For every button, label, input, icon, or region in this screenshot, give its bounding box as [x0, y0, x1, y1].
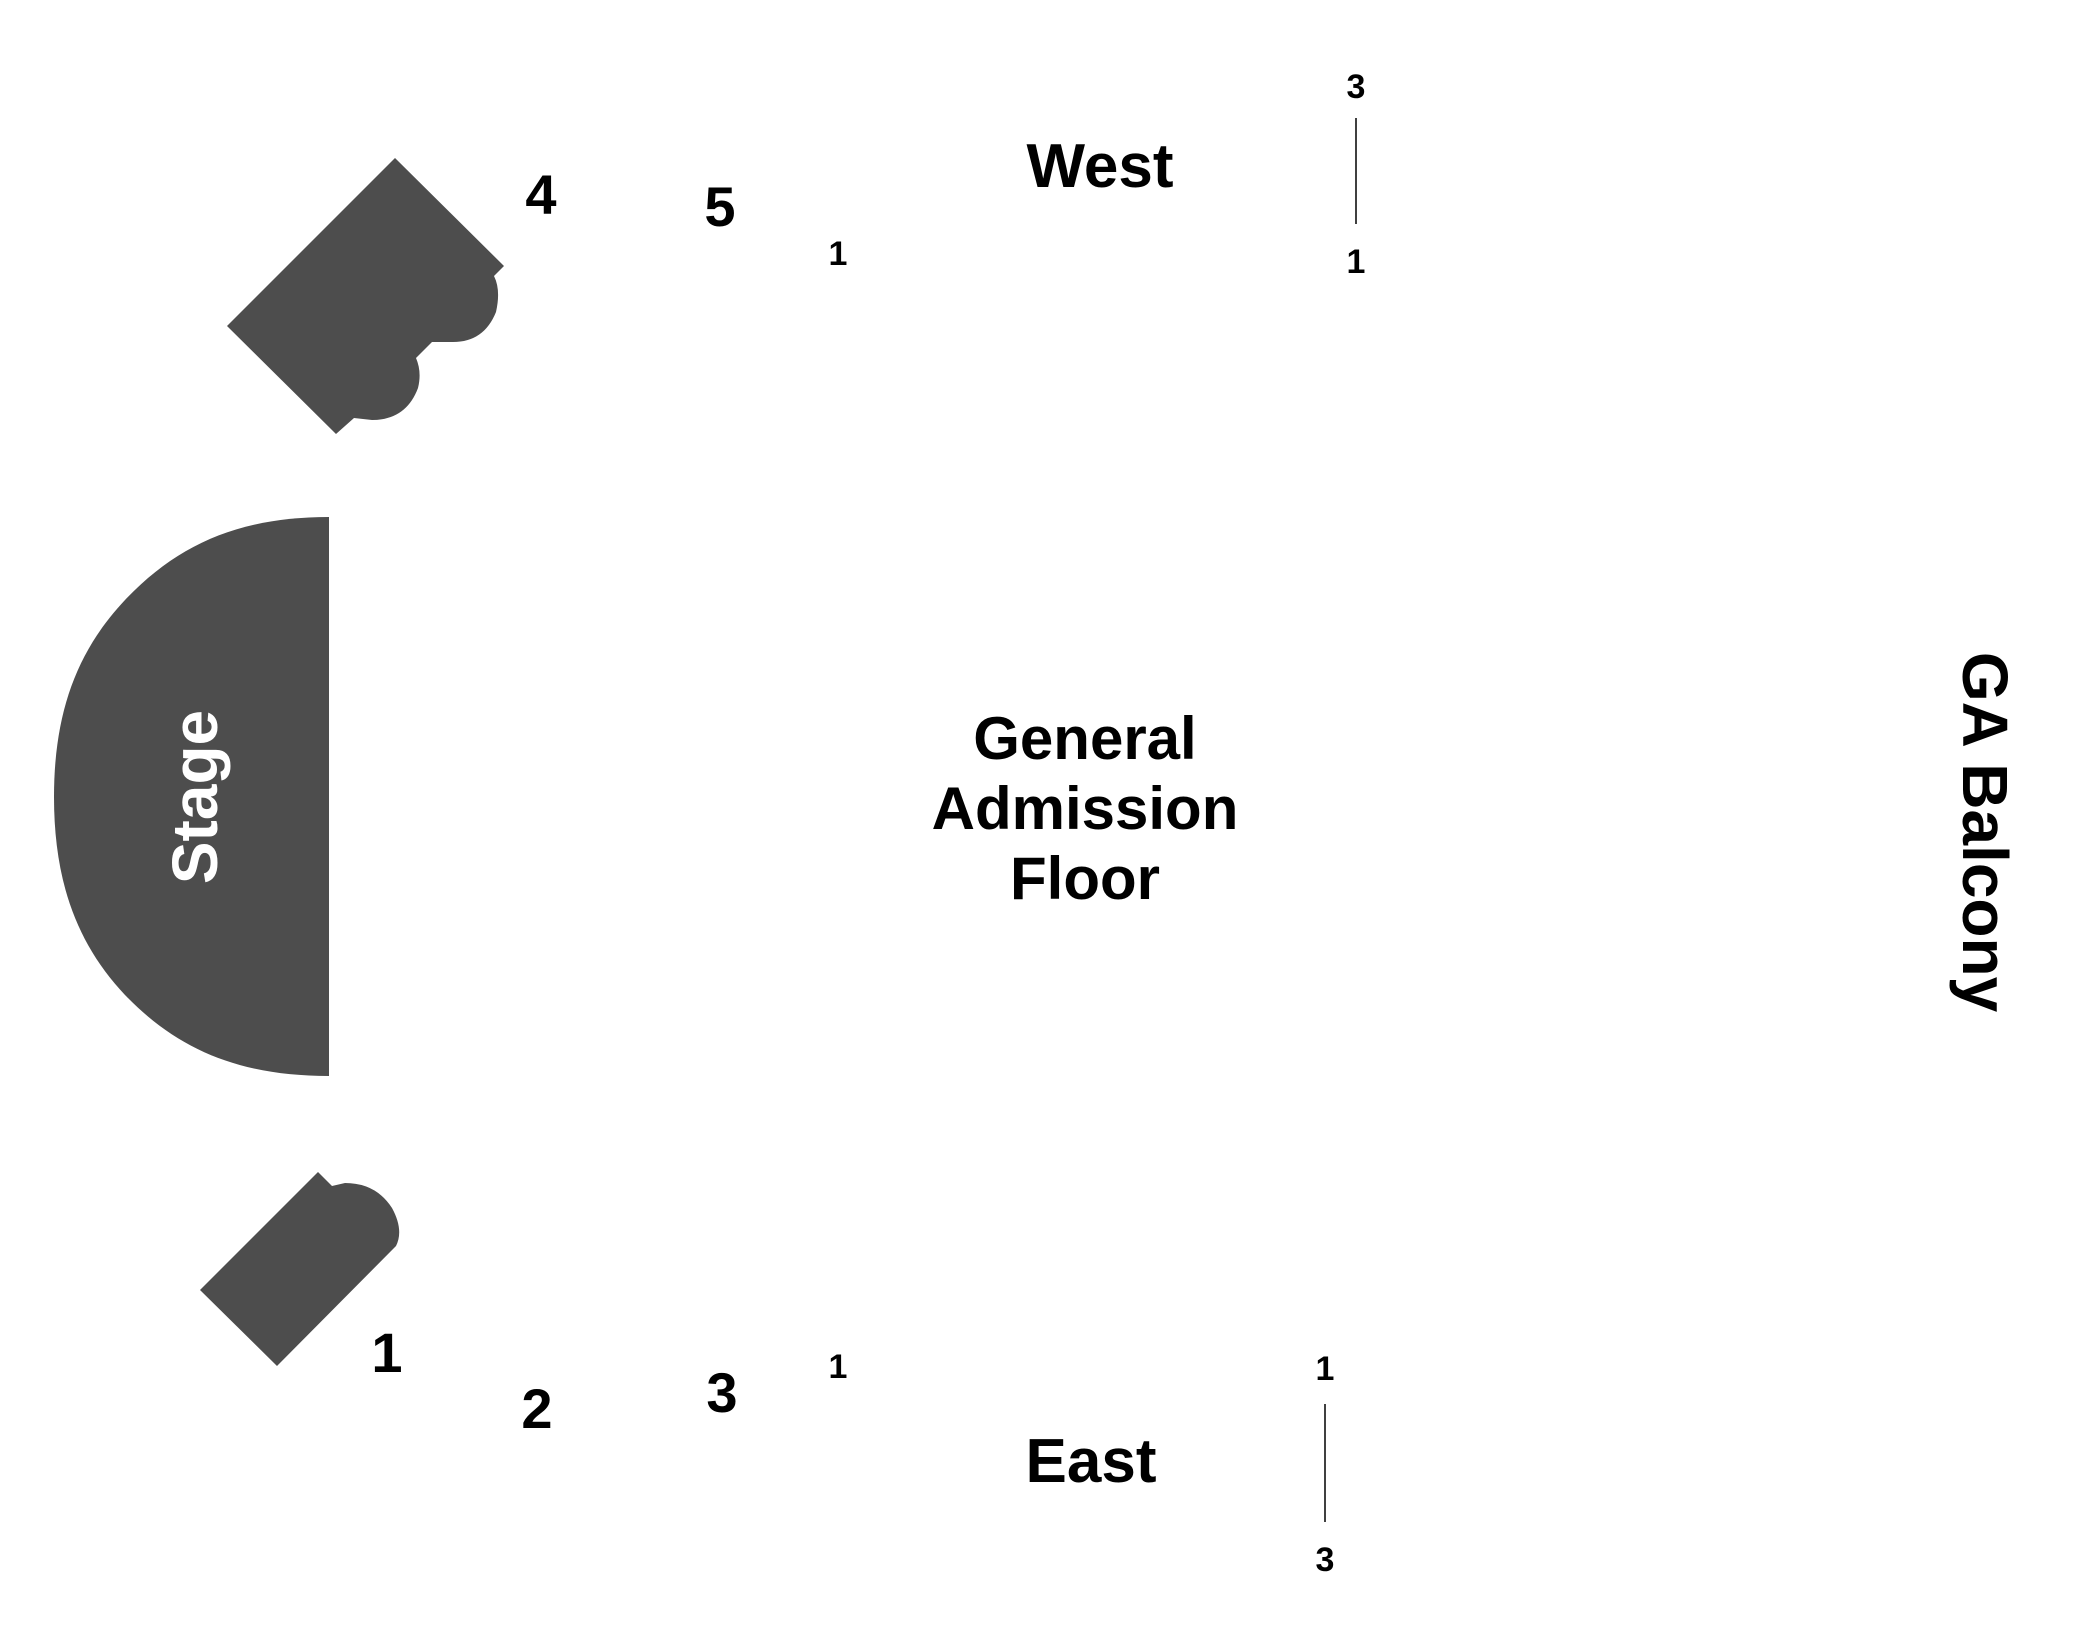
floor-label-line-3: Floor — [1010, 845, 1160, 912]
ga-balcony-label[interactable]: GA Balcony — [1949, 652, 2021, 1013]
east-row-range-bottom: 3 — [1316, 1541, 1335, 1579]
stage-shape[interactable] — [54, 517, 329, 1076]
west-box-label-4[interactable]: 4 — [525, 163, 556, 226]
west-box-label-5[interactable]: 5 — [704, 175, 735, 238]
west-row-start-label: 1 — [829, 235, 848, 273]
west-section-label[interactable]: West — [1026, 132, 1173, 201]
east-box-label-3[interactable]: 3 — [706, 1361, 737, 1424]
east-box-label-1[interactable]: 1 — [371, 1321, 402, 1384]
east-row-start-label: 1 — [829, 1348, 848, 1386]
floor-label-line-2: Admission — [932, 775, 1239, 842]
general-admission-floor[interactable]: General Admission Floor — [932, 705, 1239, 912]
floor-label-line-1: General — [973, 705, 1196, 772]
east-box-structure[interactable] — [200, 1172, 400, 1366]
west-row-range-bottom: 1 — [1347, 243, 1366, 281]
west-box-structure[interactable] — [227, 158, 504, 434]
stage-label: Stage — [159, 710, 231, 884]
east-box-label-2[interactable]: 2 — [521, 1377, 552, 1440]
east-box-shape[interactable] — [200, 1172, 400, 1366]
west-box-shape[interactable] — [227, 158, 504, 434]
west-row-range-top: 3 — [1347, 68, 1366, 106]
stage-section[interactable]: Stage — [54, 517, 329, 1076]
east-row-range-top: 1 — [1316, 1350, 1335, 1388]
east-section-label[interactable]: East — [1026, 1427, 1157, 1496]
